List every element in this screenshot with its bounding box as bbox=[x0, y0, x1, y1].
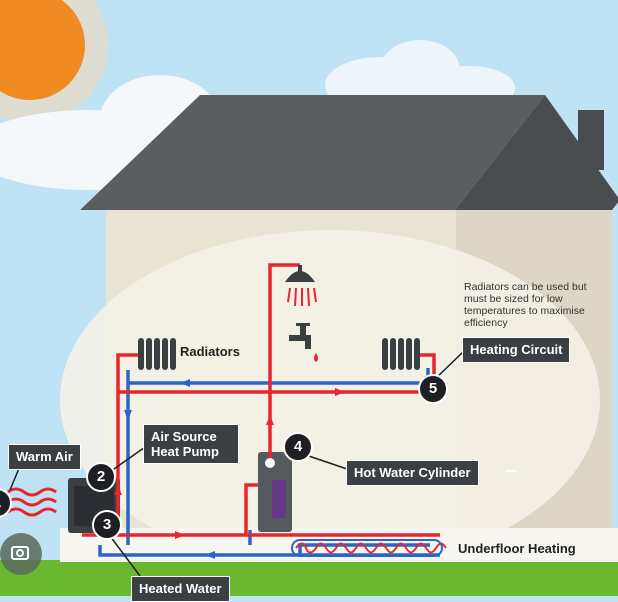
label-air-source-heat-pump: Air Source Heat Pump bbox=[143, 424, 239, 464]
label-heating-circuit: Heating Circuit bbox=[462, 337, 571, 363]
radiator-note: Radiators can be used but must be sized … bbox=[464, 281, 587, 329]
sun bbox=[0, 0, 85, 100]
roof bbox=[80, 95, 545, 210]
warm-air-arrows bbox=[7, 487, 57, 517]
label-underfloor-heating: Underfloor Heating bbox=[458, 541, 576, 556]
hot-pipes bbox=[82, 263, 440, 537]
marker-2: 2 bbox=[86, 462, 116, 492]
tap-icon bbox=[289, 323, 318, 362]
shower-icon bbox=[285, 265, 317, 307]
radiator-right bbox=[382, 338, 420, 370]
roof-side bbox=[455, 95, 618, 210]
cylinder-coil bbox=[272, 480, 286, 518]
marker-5: 5 bbox=[418, 374, 448, 404]
label-radiators: Radiators bbox=[180, 344, 240, 359]
radiator-left bbox=[138, 338, 176, 370]
flow-arrows bbox=[114, 379, 345, 559]
label-warm-air: Warm Air bbox=[8, 444, 81, 470]
ground bbox=[0, 560, 618, 596]
lens-icon[interactable] bbox=[0, 533, 42, 575]
marker-3: 3 bbox=[92, 510, 122, 540]
chimney bbox=[578, 110, 604, 170]
label-hot-water-cylinder: Hot Water Cylinder bbox=[346, 460, 479, 486]
cylinder-outlet bbox=[265, 458, 275, 468]
label-heated-water: Heated Water bbox=[131, 576, 230, 602]
marker-4: 4 bbox=[283, 432, 313, 462]
underfloor-coil bbox=[295, 542, 447, 554]
underfloor-coil-base bbox=[291, 539, 443, 557]
